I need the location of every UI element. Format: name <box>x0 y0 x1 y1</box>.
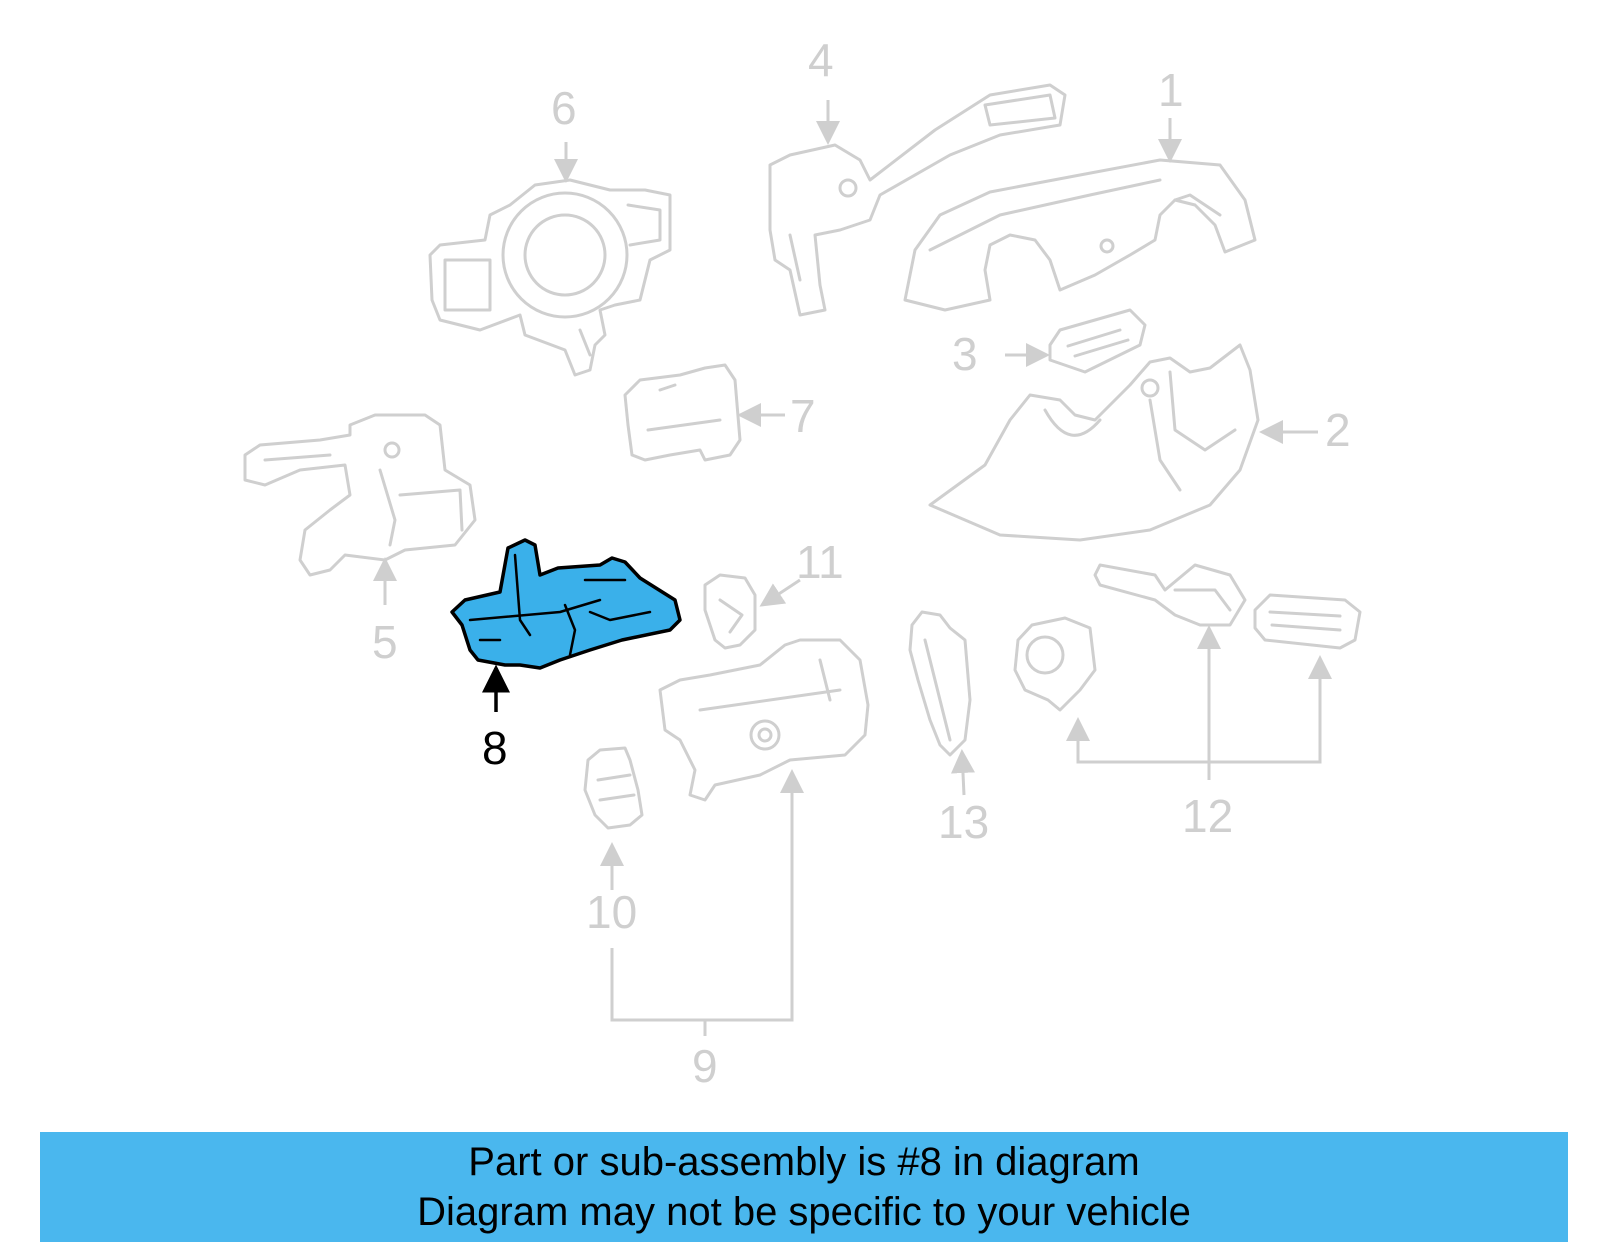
callout-numbers: 1 2 3 4 5 6 7 8 9 10 11 12 13 <box>372 34 1351 1092</box>
info-banner: Part or sub-assembly is #8 in diagram Di… <box>40 1132 1568 1242</box>
banner-line-disclaimer: Diagram may not be specific to your vehi… <box>417 1190 1191 1234</box>
callout-13[interactable]: 13 <box>938 796 989 848</box>
callout-5[interactable]: 5 <box>372 616 398 668</box>
part-8-highlighted-switch-assembly[interactable] <box>450 538 682 670</box>
callout-8[interactable]: 8 <box>482 722 508 774</box>
part-3-trim-piece[interactable] <box>1048 308 1147 374</box>
part-5-turn-signal-switch[interactable] <box>243 413 477 577</box>
callout-7[interactable]: 7 <box>790 390 816 442</box>
part-7-module[interactable] <box>623 363 742 462</box>
callout-9[interactable]: 9 <box>692 1040 718 1092</box>
part-6-clock-spring[interactable] <box>428 178 672 377</box>
leader-lines <box>373 100 1332 1036</box>
part-13-trim-strip[interactable] <box>908 610 972 757</box>
parts-diagram: 1 2 3 4 5 6 7 8 9 10 11 12 13 <box>243 34 1362 1092</box>
part-12-key-cylinder-set[interactable] <box>1013 563 1362 712</box>
callout-12[interactable]: 12 <box>1182 790 1233 842</box>
part-4-wiper-switch[interactable] <box>768 83 1067 317</box>
callout-10[interactable]: 10 <box>586 886 637 938</box>
callout-1[interactable]: 1 <box>1158 64 1184 116</box>
part-9-lock-housing[interactable] <box>658 638 870 802</box>
callout-2[interactable]: 2 <box>1325 404 1351 456</box>
callout-3[interactable]: 3 <box>952 328 978 380</box>
callout-4[interactable]: 4 <box>808 34 834 86</box>
callout-6[interactable]: 6 <box>551 82 577 134</box>
banner-line-part-number: Part or sub-assembly is #8 in diagram <box>468 1140 1140 1184</box>
part-1-upper-column-cover[interactable] <box>903 158 1257 312</box>
part-10-switch[interactable] <box>583 746 644 830</box>
part-2-lower-column-cover[interactable] <box>928 343 1260 542</box>
callout-11[interactable]: 11 <box>796 536 844 588</box>
part-11-bracket[interactable] <box>703 573 757 650</box>
